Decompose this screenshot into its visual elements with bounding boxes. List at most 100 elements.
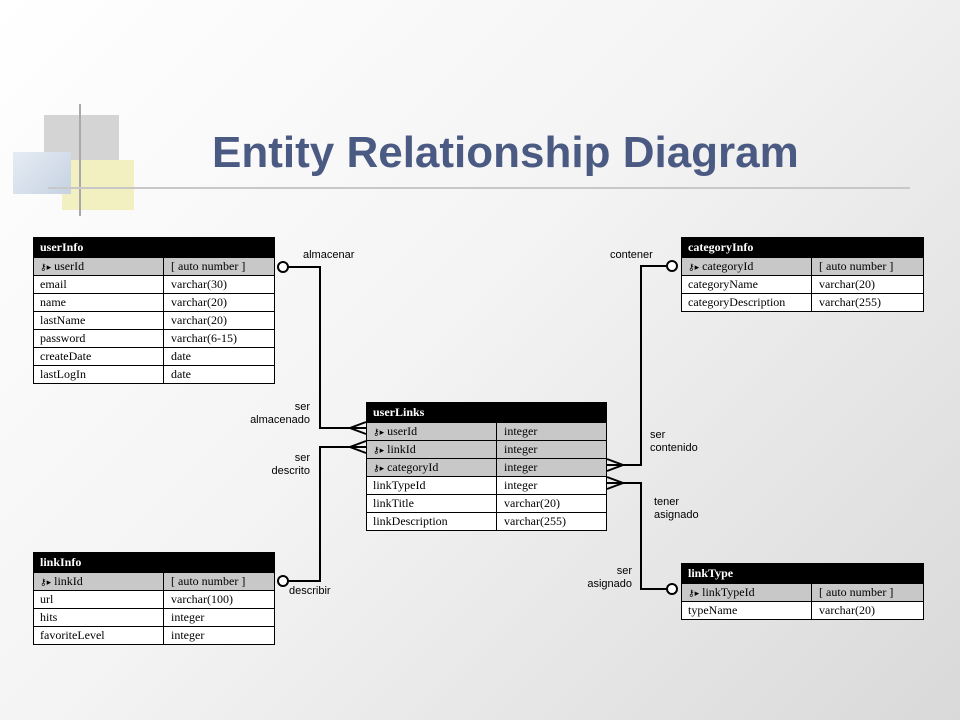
label-contener: contener	[610, 249, 653, 261]
entity-userinfo: userInfo ⚷▸userId [ auto number ] email varc…	[33, 237, 275, 384]
key-icon: ⚷▸	[40, 262, 52, 272]
field-type: integer	[504, 442, 538, 456]
field-row: url varchar(100)	[34, 590, 274, 608]
field-name: linkTypeId	[702, 585, 755, 599]
field-row: email varchar(30)	[34, 275, 274, 293]
entity-header: categoryInfo	[682, 238, 923, 257]
field-type: [ auto number ]	[171, 259, 246, 273]
field-name: name	[40, 295, 66, 309]
field-name: email	[40, 277, 67, 291]
field-row: categoryDescription varchar(255)	[682, 293, 923, 311]
crowfoot-linktypeid	[606, 476, 626, 490]
field-name: categoryId	[702, 259, 754, 273]
field-row: typeName varchar(20)	[682, 601, 923, 619]
key-icon: ⚷▸	[373, 427, 385, 437]
field-type: integer	[504, 460, 538, 474]
field-name: linkId	[387, 442, 416, 456]
label-ser-asignado: ser asignado	[587, 565, 632, 590]
entity-linkinfo: linkInfo ⚷▸linkId [ auto number ] url varcha…	[33, 552, 275, 645]
field-name: userId	[387, 424, 418, 438]
field-type: integer	[171, 610, 205, 624]
key-icon: ⚷▸	[688, 262, 700, 272]
key-icon: ⚷▸	[688, 588, 700, 598]
field-type: varchar(20)	[819, 603, 875, 617]
field-name: lastName	[40, 313, 86, 327]
label-describir: describir	[289, 585, 331, 597]
field-name: linkId	[54, 574, 83, 588]
label-ser-descrito: ser descrito	[271, 452, 310, 477]
field-row: password varchar(6-15)	[34, 329, 274, 347]
zero-marker-userinfo	[277, 261, 289, 273]
field-type: integer	[504, 478, 538, 492]
field-name: url	[40, 592, 54, 606]
field-name: linkTitle	[373, 496, 414, 510]
field-type: varchar(255)	[819, 295, 881, 309]
key-icon: ⚷▸	[373, 463, 385, 473]
field-name: linkTypeId	[373, 478, 426, 492]
title-divider	[48, 187, 910, 189]
field-type: varchar(20)	[819, 277, 875, 291]
field-name: categoryName	[688, 277, 758, 291]
crowfoot-userid	[347, 421, 367, 435]
field-name: lastLogIn	[40, 367, 86, 381]
zero-marker-categoryinfo	[666, 260, 678, 272]
line-linkinfo-userlinks	[288, 446, 366, 582]
label-ser-contenido: ser contenido	[650, 429, 698, 454]
entity-header: userInfo	[34, 238, 274, 257]
page-title: Entity Relationship Diagram	[212, 128, 799, 177]
field-row: name varchar(20)	[34, 293, 274, 311]
field-row: hits integer	[34, 608, 274, 626]
field-name: password	[40, 331, 86, 345]
entity-header: linkType	[682, 564, 923, 583]
field-name: favoriteLevel	[40, 628, 105, 642]
field-row: categoryName varchar(20)	[682, 275, 923, 293]
field-type: integer	[171, 628, 205, 642]
field-type: varchar(6-15)	[171, 331, 237, 345]
field-type: varchar(20)	[171, 313, 227, 327]
field-name: createDate	[40, 349, 92, 363]
label-ser-almacenado: ser almacenado	[250, 401, 310, 426]
entity-header: linkInfo	[34, 553, 274, 572]
primary-key-row: ⚷▸linkTypeId[ auto number ]	[682, 583, 923, 601]
field-row: linkDescription varchar(255)	[367, 512, 606, 530]
field-type: date	[171, 367, 191, 381]
key-icon: ⚷▸	[373, 445, 385, 455]
field-type: varchar(30)	[171, 277, 227, 291]
field-type: varchar(20)	[504, 496, 560, 510]
primary-key-row: ⚷▸categoryId integer	[367, 458, 606, 476]
primary-key-row: ⚷▸linkId [ auto number ]	[34, 572, 274, 590]
field-type: [ auto number ]	[171, 574, 246, 588]
decor-square-yellow	[62, 160, 134, 210]
field-row: linkTypeId integer	[367, 476, 606, 494]
crowfoot-linkid	[347, 440, 367, 454]
field-type: [ auto number ]	[819, 259, 894, 273]
primary-key-row: ⚷▸userId [ auto number ]	[34, 257, 274, 275]
primary-key-row: ⚷▸linkId integer	[367, 440, 606, 458]
entity-header: userLinks	[367, 403, 606, 422]
field-row: lastName varchar(20)	[34, 311, 274, 329]
field-type: integer	[504, 424, 538, 438]
entity-categoryinfo: categoryInfo ⚷▸categoryId [ auto number ] c…	[681, 237, 924, 312]
field-name: hits	[40, 610, 58, 624]
primary-key-row: ⚷▸categoryId [ auto number ]	[682, 257, 923, 275]
entity-linktype: linkType⚷▸linkTypeId[ auto number ]typeN…	[681, 563, 924, 620]
field-name: categoryDescription	[688, 295, 786, 309]
line-userinfo-userlinks	[288, 266, 366, 429]
zero-marker-linktype	[666, 583, 678, 595]
label-almacenar: almacenar	[303, 249, 355, 261]
field-name: linkDescription	[373, 514, 448, 528]
field-row: favoriteLevel integer	[34, 626, 274, 644]
field-name: typeName	[688, 603, 738, 617]
field-name: categoryId	[387, 460, 439, 474]
field-type: varchar(255)	[504, 514, 566, 528]
field-type: varchar(20)	[171, 295, 227, 309]
field-type: varchar(100)	[171, 592, 233, 606]
field-row: lastLogIn date	[34, 365, 274, 383]
label-tener-asignado: tener asignado	[654, 496, 699, 521]
zero-marker-linkinfo	[277, 575, 289, 587]
key-icon: ⚷▸	[40, 577, 52, 587]
field-name: userId	[54, 259, 85, 273]
